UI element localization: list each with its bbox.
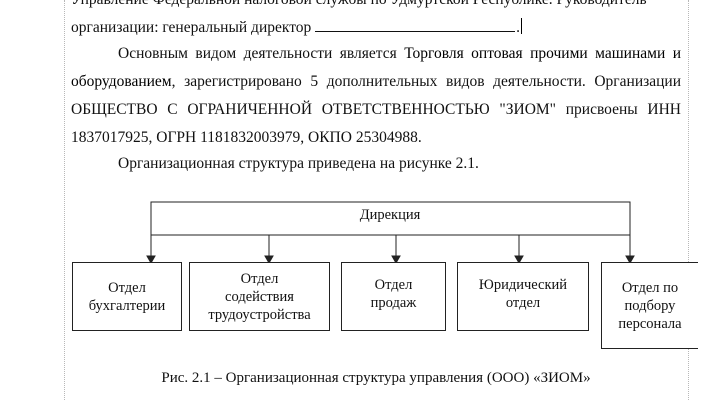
dept-accounting: Отдел бухгалтерии (72, 262, 182, 331)
connector-arrow (146, 255, 156, 265)
figure-caption: Рис. 2.1 – Организационная структура упр… (161, 370, 591, 386)
structure-intro-text: Организационная структура приведена на р… (118, 155, 479, 172)
dept-recruitment: Отдел по подбору персонала (601, 262, 698, 349)
dept-sales: Отдел продаж (341, 262, 446, 331)
connector-arrow (625, 255, 635, 265)
paragraph-line: организации: генеральный директор . (71, 14, 681, 42)
dept-label-line: содействия (225, 288, 294, 305)
left-margin-guide (64, 0, 65, 400)
dept-label-line: Отдел (108, 279, 146, 296)
dept-label-line: бухгалтерии (88, 297, 166, 314)
directorate-label: Дирекция (359, 207, 421, 223)
paragraph-activity: Основным видом деятельности является Тор… (71, 40, 681, 152)
period: . (516, 19, 521, 36)
activity-main: Торговля оптовая прочими машинами и обор… (71, 45, 681, 90)
dept-label-line: Отдел (240, 270, 279, 287)
text-cursor (521, 18, 523, 34)
paragraph-line: Управление Федеральной налоговой службы … (71, 0, 681, 14)
dept-label-line: персонала (618, 315, 682, 332)
director-label: организации: генеральный директор (71, 19, 312, 36)
dept-label-line: Отдел (374, 277, 413, 293)
activity-intro: Основным видом деятельности является (118, 45, 397, 62)
activity-details: , зарегистрировано 5 дополнительных видо… (71, 73, 681, 146)
connector-arrow (391, 255, 401, 265)
connector-arrow (264, 255, 274, 265)
dept-legal: Юридический отдел (457, 262, 589, 331)
right-margin-guide (688, 0, 689, 400)
dept-label-line: Отдел по (621, 279, 679, 296)
dept-label-line: Юридический (478, 277, 568, 293)
dept-label-line: подбору (624, 297, 676, 314)
dept-label-line: продаж (370, 295, 417, 311)
connector-arrow (514, 255, 524, 265)
dept-label-line: трудоустройства (208, 306, 311, 323)
dept-label-line: отдел (505, 295, 541, 311)
paragraph-structure-intro: Организационная структура приведена на р… (71, 150, 681, 178)
directorate-box (150, 201, 631, 236)
paragraph-registration: Управление Федеральной налоговой службы … (71, 0, 681, 42)
director-name-blank[interactable] (315, 18, 516, 32)
dept-employment: Отдел содействия трудоустройства (189, 262, 330, 331)
